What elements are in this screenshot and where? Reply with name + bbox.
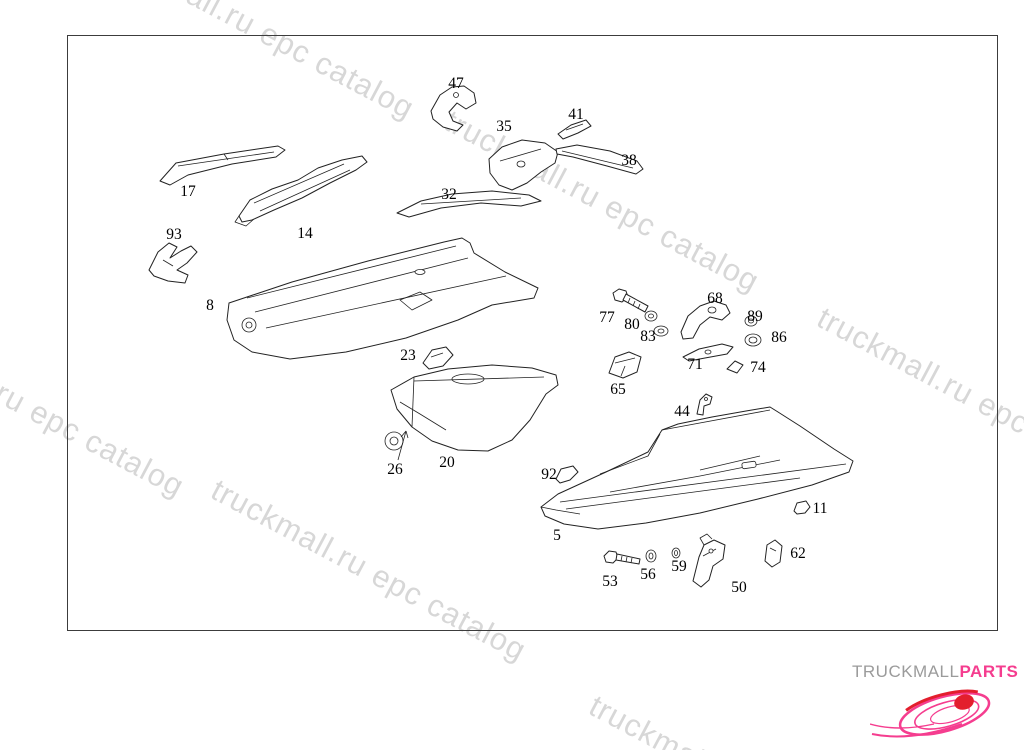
- part-11-drawing: [793, 500, 811, 515]
- part-14-drawing: [234, 155, 368, 227]
- part-65-drawing: [608, 351, 642, 379]
- part-74-drawing: [726, 360, 744, 374]
- diagram-frame: [67, 35, 998, 631]
- part-59-drawing: [671, 547, 681, 559]
- part-50-drawing: [692, 533, 726, 588]
- part-44-drawing: [696, 393, 713, 416]
- part-8-drawing: [226, 237, 539, 360]
- part-92-drawing: [555, 465, 579, 484]
- logo-text-accent: PARTS: [959, 662, 1019, 681]
- part-41-drawing: [557, 119, 592, 140]
- part-77-drawing: [612, 288, 649, 313]
- part-26-drawing: [384, 430, 409, 461]
- part-89-drawing: [744, 315, 758, 327]
- part-83-drawing: [653, 325, 669, 337]
- logo-wheel-icon: [870, 689, 991, 738]
- part-5-drawing: [540, 406, 854, 530]
- logo-text-primary: TRUCKMALL: [852, 662, 960, 681]
- logo: TRUCKMALLPARTS: [852, 662, 1020, 748]
- part-62-drawing: [764, 539, 783, 568]
- part-17-drawing: [159, 145, 286, 186]
- part-35-drawing: [488, 139, 559, 191]
- part-32-drawing: [396, 190, 542, 218]
- part-20-drawing: [390, 364, 559, 452]
- part-47-drawing: [430, 85, 477, 132]
- part-68-drawing: [680, 300, 731, 340]
- part-71-drawing: [682, 343, 734, 362]
- part-38-drawing: [555, 144, 644, 175]
- part-93-drawing: [148, 242, 198, 284]
- part-56-drawing: [645, 549, 657, 563]
- logo-text: TRUCKMALLPARTS: [852, 662, 1020, 682]
- part-23-drawing: [422, 346, 454, 370]
- part-86-drawing: [744, 333, 762, 347]
- part-53-drawing: [603, 550, 641, 565]
- part-80-drawing: [644, 310, 658, 322]
